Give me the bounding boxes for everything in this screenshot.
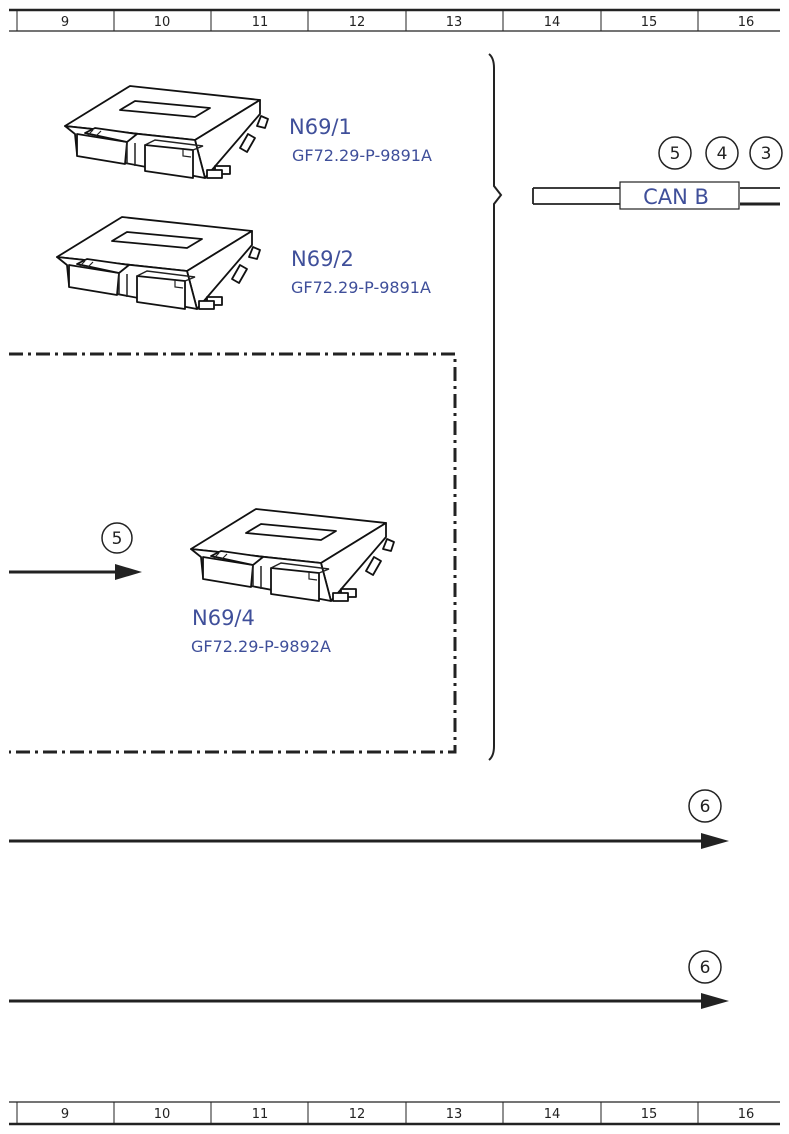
ruler-bottom-label: 10 xyxy=(154,1107,171,1122)
connection-number: 6 xyxy=(700,797,711,817)
connection-marker xyxy=(688,789,722,823)
ruler-bottom-label: 15 xyxy=(641,1107,658,1122)
connection-marker xyxy=(705,136,739,170)
control-unit-icon xyxy=(56,216,261,310)
connection-marker xyxy=(101,522,133,554)
ruler-top-label: 15 xyxy=(641,15,658,30)
connection-number: 6 xyxy=(700,958,711,978)
can-bus: CAN B 5 4 3 xyxy=(532,136,783,210)
ruler-top: 9 10 11 12 13 14 15 16 xyxy=(9,8,780,32)
ruler-top-label: 16 xyxy=(738,15,755,30)
wire-lower: 6 xyxy=(9,950,729,1009)
connection-number: 4 xyxy=(717,144,728,164)
ruler-top-label: 9 xyxy=(61,15,69,30)
connection-number: 5 xyxy=(670,144,681,164)
ruler-top-label: 13 xyxy=(446,15,463,30)
ruler-bottom-label: 11 xyxy=(252,1107,269,1122)
module-label: N69/1 xyxy=(289,115,352,139)
module-label: N69/4 xyxy=(192,606,255,630)
wire-upper: 6 xyxy=(9,789,729,849)
component-boundary xyxy=(9,352,457,754)
module-reference[interactable]: GF72.29-P-9892A xyxy=(191,637,331,656)
ruler-top-label: 12 xyxy=(349,15,366,30)
input-arrow: 5 xyxy=(9,522,142,580)
module-n69-1[interactable]: N69/1 GF72.29-P-9891A xyxy=(64,85,432,179)
connection-marker xyxy=(749,136,783,170)
ruler-bottom-label: 13 xyxy=(446,1107,463,1122)
ruler-bottom-label: 9 xyxy=(61,1107,69,1122)
module-n69-4[interactable]: N69/4 GF72.29-P-9892A xyxy=(190,508,395,656)
control-unit-icon xyxy=(190,508,395,602)
connection-number: 3 xyxy=(761,144,772,164)
ruler-top-label: 11 xyxy=(252,15,269,30)
connection-marker xyxy=(688,950,722,984)
ruler-bottom-label: 12 xyxy=(349,1107,366,1122)
module-label: N69/2 xyxy=(291,247,354,271)
can-bus-label: CAN B xyxy=(643,185,709,209)
ruler-top-label: 10 xyxy=(154,15,171,30)
ruler-bottom-label: 16 xyxy=(738,1107,755,1122)
ruler-top-label: 14 xyxy=(544,15,561,30)
group-brace xyxy=(488,53,503,761)
module-reference[interactable]: GF72.29-P-9891A xyxy=(291,278,431,297)
connection-marker xyxy=(658,136,692,170)
ruler-bottom-label: 14 xyxy=(544,1107,561,1122)
connection-number: 5 xyxy=(112,529,123,549)
can-bus-box xyxy=(619,181,740,210)
module-reference[interactable]: GF72.29-P-9891A xyxy=(292,146,432,165)
control-unit-icon xyxy=(64,85,269,179)
ruler-bottom: 9 10 11 12 13 14 15 16 xyxy=(9,1101,780,1126)
module-n69-2[interactable]: N69/2 GF72.29-P-9891A xyxy=(56,216,431,310)
